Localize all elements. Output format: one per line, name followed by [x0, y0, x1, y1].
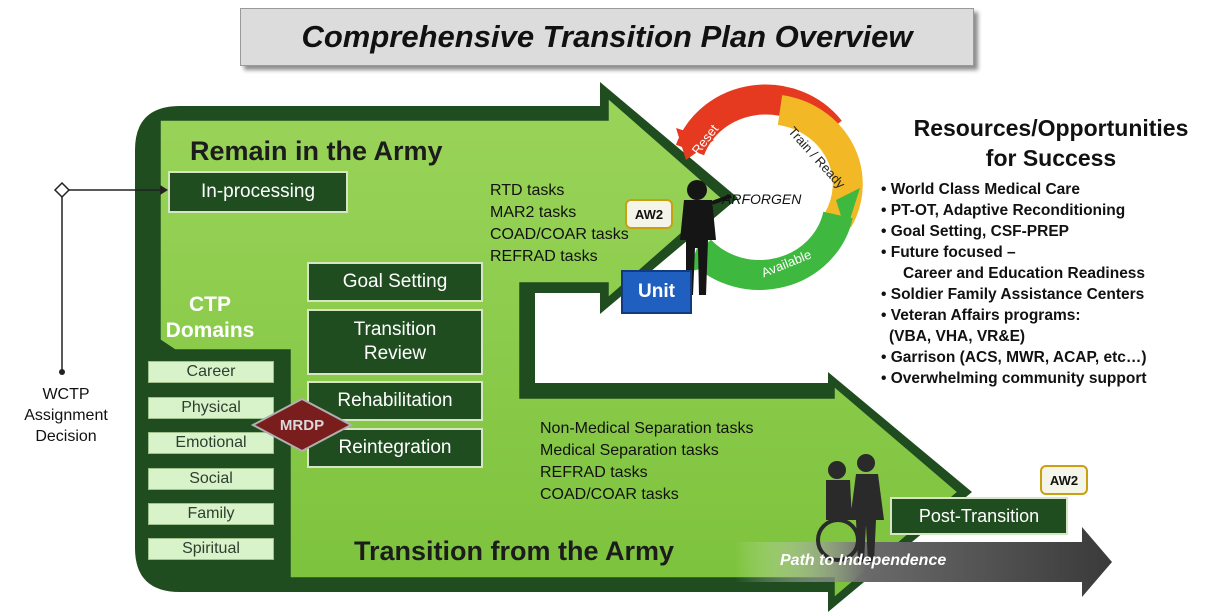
resources-title-line2: for Success: [985, 145, 1117, 171]
remain-task-list: RTD tasks MAR2 tasks COAD/COAR tasks REF…: [490, 180, 629, 268]
remain-task: REFRAD tasks: [490, 248, 598, 265]
arforgen-label: ARFORGEN: [722, 191, 802, 207]
transition-task: Medical Separation tasks: [540, 442, 719, 459]
rehabilitation-box: Rehabilitation: [307, 381, 483, 421]
transition-heading: Transition from the Army: [354, 536, 675, 566]
wctp-decision-label: WCTP Assignment Decision: [18, 384, 114, 447]
resource-item: • Veteran Affairs programs:: [881, 307, 1081, 324]
goal-setting-box: Goal Setting: [307, 262, 483, 302]
aw2-badge: AW2: [625, 199, 673, 229]
domain-family: Family: [148, 503, 274, 525]
resources-title: Resources/Opportunities for Success: [870, 113, 1232, 173]
arforgen-cycle: [675, 84, 863, 290]
post-transition-box: Post-Transition: [890, 497, 1068, 535]
transition-review-line1: Transition: [353, 319, 437, 341]
resource-item: • PT-OT, Adaptive Reconditioning: [881, 202, 1126, 219]
resource-item: • Garrison (ACS, MWR, ACAP, etc…): [881, 349, 1147, 366]
resources-list: • World Class Medical Care • PT-OT, Adap…: [881, 179, 1147, 389]
mrdp-diamond: MRDP: [250, 397, 354, 453]
domain-career: Career: [148, 361, 274, 383]
wctp-line2: Assignment: [24, 407, 108, 424]
domain-physical: Physical: [148, 397, 274, 419]
ctp-domains-title: CTP Domains: [135, 292, 285, 344]
transition-task: REFRAD tasks: [540, 464, 648, 481]
remain-task: MAR2 tasks: [490, 204, 577, 221]
transition-review-box: Transition Review: [307, 309, 483, 375]
transition-task-list: Non-Medical Separation tasks Medical Sep…: [540, 418, 753, 506]
transition-review-line2: Review: [363, 343, 427, 364]
resource-item: Career and Education Readiness: [903, 265, 1146, 282]
resource-item: • Future focused –: [881, 244, 1016, 261]
remain-heading: Remain in the Army: [190, 136, 443, 166]
resources-title-line1: Resources/Opportunities: [913, 115, 1189, 141]
resource-item: • World Class Medical Care: [881, 181, 1080, 198]
ctp-domains-line1: CTP: [189, 293, 231, 316]
remain-task: RTD tasks: [490, 182, 565, 199]
path-arrow: [735, 527, 1112, 597]
in-processing-box: In-processing: [168, 171, 348, 213]
mrdp-label: MRDP: [279, 416, 325, 434]
resource-item: (VBA, VHA, VR&E): [889, 328, 1026, 345]
aw2-badge-post: AW2: [1040, 465, 1088, 495]
path-to-independence-label: Path to Independence: [780, 552, 947, 569]
veterans-figure: [816, 454, 884, 562]
resource-item: • Goal Setting, CSF-PREP: [881, 223, 1069, 240]
transition-task: COAD/COAR tasks: [540, 486, 679, 503]
wctp-line1: WCTP: [42, 386, 90, 403]
domain-emotional: Emotional: [148, 432, 274, 454]
reintegration-box: Reintegration: [307, 428, 483, 468]
ctp-domains-line2: Domains: [165, 319, 255, 342]
wctp-line3: Decision: [35, 428, 97, 445]
green-arrow-shape: [159, 96, 960, 600]
domain-spiritual: Spiritual: [148, 538, 274, 560]
page-title: Comprehensive Transition Plan Overview: [240, 8, 974, 66]
unit-box: Unit: [621, 270, 692, 314]
resource-item: • Overwhelming community support: [881, 370, 1147, 387]
transition-task: Non-Medical Separation tasks: [540, 420, 754, 437]
resource-item: • Soldier Family Assistance Centers: [881, 286, 1145, 303]
domain-social: Social: [148, 468, 274, 490]
remain-task: COAD/COAR tasks: [490, 226, 629, 243]
